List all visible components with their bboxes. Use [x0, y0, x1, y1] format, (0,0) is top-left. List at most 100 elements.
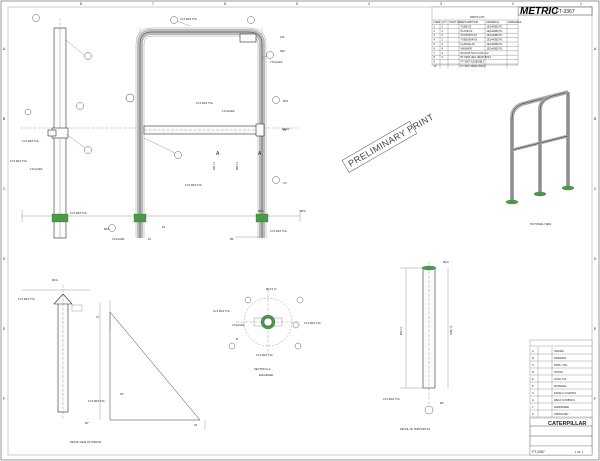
detail-dim: MFG — [52, 278, 58, 282]
dimension-text: 3 PLACES — [112, 237, 125, 241]
revision-letter: G — [532, 391, 534, 395]
sheet-number: 1 OF 1 — [575, 450, 583, 454]
parts-cell: 10 — [434, 64, 437, 68]
grid-row-labels: A B C D E F A B C D E F — [3, 47, 597, 401]
grid-col-label: 8 — [80, 2, 82, 6]
brand-metric: METRIC — [520, 6, 559, 17]
grid-row-label: A — [594, 47, 597, 51]
detail-dim: ±1.5 MAX TOL — [88, 399, 106, 403]
parts-cell: FT-3367 ASSEMBLY — [461, 60, 485, 64]
parts-cell: 1E1443B3 PL — [487, 24, 504, 28]
section-dim: Ø12.5 ±1 — [266, 287, 277, 291]
parts-list-title: PARTS LIST — [470, 15, 485, 19]
item-balloon — [108, 224, 116, 232]
dimension-text: 830 ±1 — [212, 162, 216, 170]
parts-header-cell: MATERIAL — [487, 20, 500, 24]
parts-cell: 2 — [442, 42, 444, 46]
section-dim: B — [236, 337, 238, 341]
dimension-text: 18 — [162, 225, 165, 229]
detail-dim: 90° — [85, 421, 89, 425]
revision-description: WELD SYMBOLS — [554, 398, 575, 402]
detail-item-03: ±1.5 MAX TOL MFG 72 45° ±1.5 MAX TOL 90°… — [18, 278, 206, 444]
dimension-text: 2 PLACES — [270, 60, 283, 64]
grid-row-label: C — [594, 187, 597, 191]
dimension-text: R40 — [280, 49, 285, 53]
section-mark-a: A — [258, 151, 262, 157]
revision-description: DIMS / TOL — [554, 363, 568, 367]
parts-cell: TUBE-BAR-03 — [461, 38, 478, 42]
detail-item-label: DETAIL VIEW OF ITEM-03 — [70, 440, 102, 444]
detail-support-label: DETAIL OF SUPPORT-03 — [400, 427, 430, 431]
revision-letter: C — [532, 363, 534, 367]
grid-col-label: 5 — [296, 2, 298, 6]
parts-cell: 2 — [442, 33, 444, 37]
parts-cell: 8S-9316 NUT-LOCK 1/2 — [461, 51, 490, 55]
section-dim: ±1.5 MAX TOL — [304, 321, 322, 325]
parts-cell: TUBE-03 — [461, 24, 472, 28]
detail-dim: 45° — [120, 392, 124, 396]
support-dim: 800 ±1 — [399, 327, 403, 335]
parts-cell: 4 — [442, 46, 444, 50]
grid-row-label: E — [594, 327, 597, 331]
parts-cell: 1E1443B3 PL — [487, 42, 504, 46]
dimension-text: ±1.5 MAX TOL — [10, 159, 28, 163]
pictorial-view-label: PICTORIAL VIEW — [530, 222, 551, 226]
dimension-text: ±1.5 MAX TOL — [185, 183, 203, 187]
grid-column-labels: 8 7 6 5 4 3 2 1 — [80, 2, 582, 6]
revision-letter: F — [532, 384, 534, 388]
parts-cell: 1 — [434, 24, 436, 28]
parts-header-cell: REMARKS — [509, 20, 522, 24]
drawing-number: FT-3367 — [556, 9, 575, 15]
parts-cell: SUPPORT-03 — [461, 33, 478, 37]
parts-cell: 8T-0266 HEX HEAD BOLT — [461, 55, 492, 59]
revision-letter: J — [532, 405, 534, 409]
dimension-text: MFG — [300, 209, 306, 213]
detail-dim: ±1.5 MAX TOL — [18, 297, 36, 301]
support-dim: Ø9 — [440, 401, 444, 405]
section-a-a: Ø12.5 ±1 ±1.5 MAX TOL 4 PLACES ±1.5 MAX … — [213, 287, 322, 377]
detail-dim: 72 — [96, 315, 99, 319]
grid-col-label: 2 — [512, 2, 514, 6]
dimension-text: 58.5 — [283, 99, 289, 103]
parts-cell: FLANGE-03 — [461, 42, 476, 46]
item-balloon — [24, 108, 32, 116]
parts-cell: FT-3367 WELD BOLT — [461, 64, 487, 68]
section-scale: ENLARGED — [259, 373, 273, 377]
revision-letter: B — [532, 356, 534, 360]
dimension-text: 10 — [148, 237, 151, 241]
right-foot-weld — [255, 213, 269, 223]
parts-cell: 3 — [434, 33, 436, 37]
revision-description: DRAWING — [554, 356, 566, 360]
support-dim: 1080 ±1 — [449, 325, 453, 335]
drawing-number-bottom: FT-3367 — [532, 450, 545, 454]
section-label: SECTION A-A — [254, 367, 271, 371]
grid-col-label: 4 — [368, 2, 370, 6]
pictorial-view: PICTORIAL VIEW — [505, 90, 575, 226]
frame-tube — [139, 31, 263, 238]
grid-row-label: B — [594, 117, 597, 121]
item-balloon — [247, 16, 255, 24]
revision-letter: K — [532, 412, 534, 416]
section-dim: ±1.5 MAX TOL — [256, 353, 274, 357]
dimension-text: 3.5 — [283, 181, 287, 185]
revision-letter: E — [532, 377, 534, 381]
dimension-text: 2 PLACES — [30, 167, 43, 171]
revision-description: FINISH / COATING — [554, 391, 576, 395]
parts-header-cell: PART NO. — [450, 20, 462, 24]
dimension-text: 2 PLACES — [222, 109, 235, 113]
parts-cell: 2 — [442, 24, 444, 28]
grid-row-label: B — [3, 117, 6, 121]
dimension-text: 25 — [283, 128, 286, 132]
parts-cell: WASHER — [461, 46, 472, 50]
item-balloon — [76, 102, 84, 110]
parts-cell: 1E1443B3 PL — [487, 29, 504, 33]
grid-row-label: A — [3, 47, 6, 51]
dimension-text: MFG — [258, 209, 264, 213]
grid-row-label: C — [3, 187, 6, 191]
parts-cell: 1E1443B3 PL — [487, 33, 504, 37]
side-base-weld — [51, 213, 69, 223]
parts-cell: 1 — [442, 38, 444, 42]
balloons-front — [24, 14, 280, 232]
